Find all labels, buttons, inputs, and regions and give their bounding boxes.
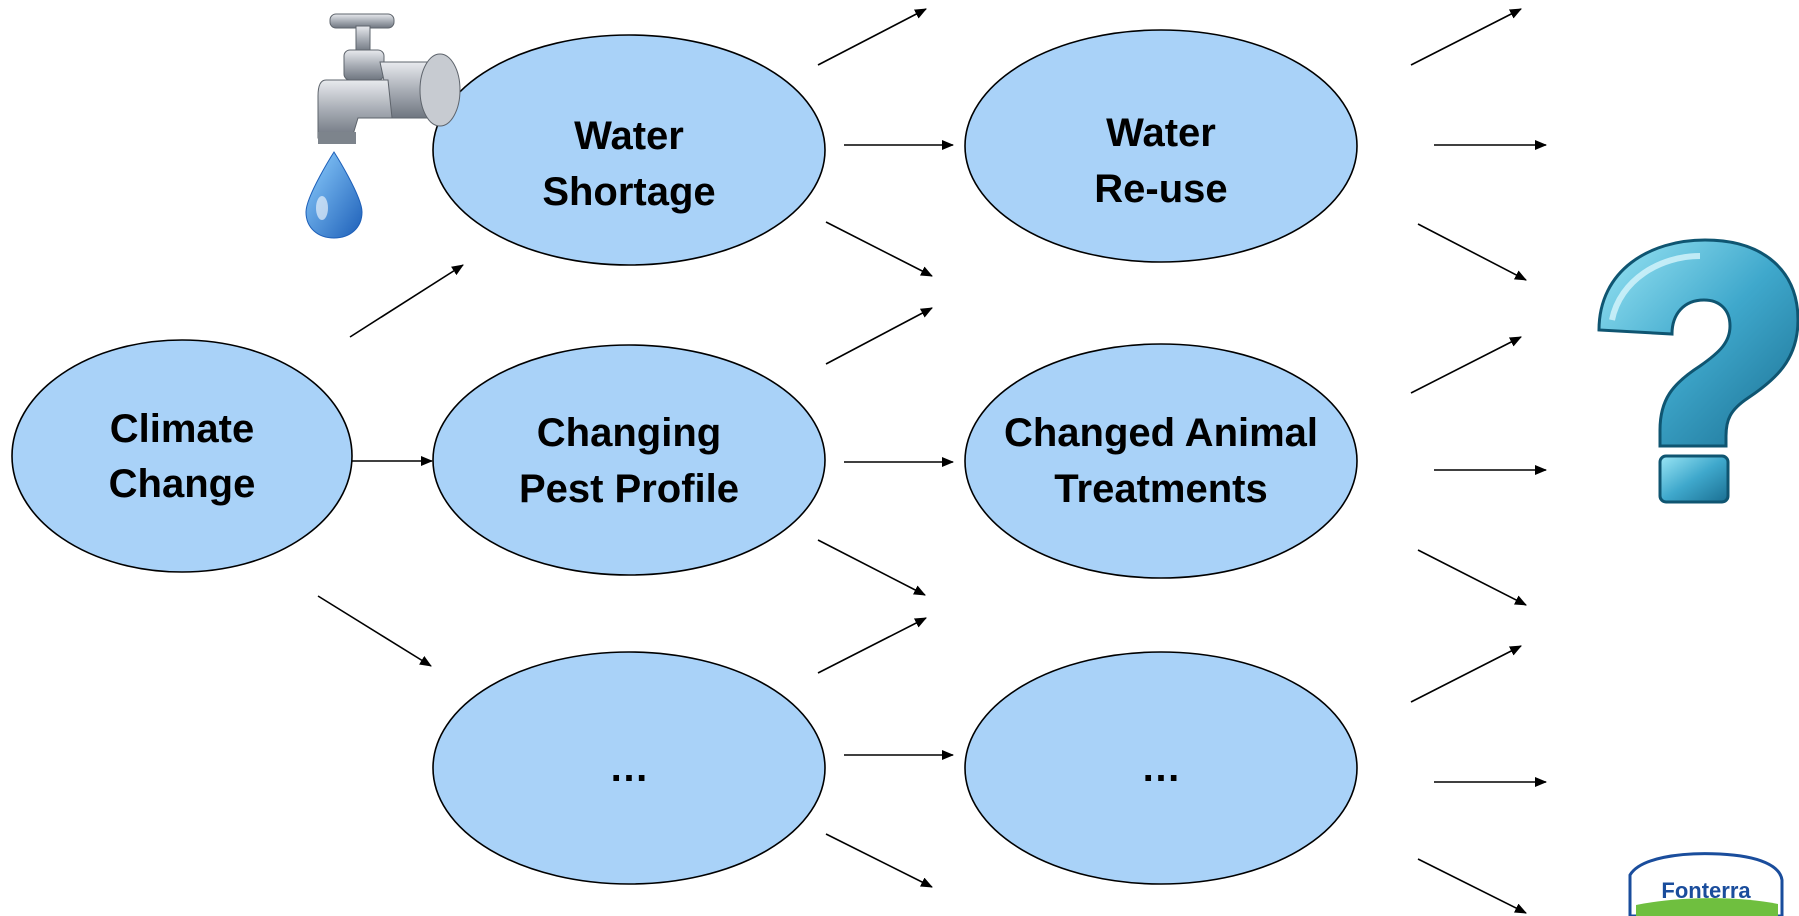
arrow-pest-up <box>825 307 933 365</box>
arrow-treatments-down <box>1417 549 1527 606</box>
node-water-reuse-line2: Re-use <box>1094 167 1227 211</box>
node-climate-change: Climate Change <box>11 339 353 573</box>
node-water-shortage-line1: Water <box>574 114 684 158</box>
node-water-reuse: Water Re-use <box>964 29 1358 263</box>
water-drop-icon <box>305 151 363 239</box>
arrow-pest-down <box>817 539 926 596</box>
arrow-climate-to-unknown <box>317 595 432 667</box>
node-unknown-right: … <box>964 651 1358 885</box>
fonterra-logo: Fonterra <box>1628 852 1784 916</box>
arrow-reuse-up <box>1410 8 1522 66</box>
arrow-unknown-right-down <box>1417 858 1527 914</box>
question-icon <box>1597 238 1799 504</box>
arrow-unknown-right-up <box>1410 645 1522 703</box>
arrow-water-down <box>825 221 933 277</box>
node-unknown-right-label: … <box>1141 746 1181 790</box>
node-unknown-middle: … <box>432 651 826 885</box>
node-water-shortage: Water Shortage <box>432 34 826 266</box>
node-changing-pest-profile-line2: Pest Profile <box>519 467 739 511</box>
fonterra-logo-text: Fonterra <box>1661 878 1751 903</box>
node-water-reuse-line1: Water <box>1106 111 1216 155</box>
arrow-unknown-down <box>825 833 933 888</box>
node-unknown-middle-label: … <box>609 746 649 790</box>
arrow-reuse-down <box>1417 223 1527 281</box>
faucet-icon <box>305 13 461 239</box>
node-climate-change-line1: Climate <box>110 407 255 451</box>
node-changed-animal-treatments: Changed Animal Treatments <box>964 343 1358 579</box>
node-changed-animal-treatments-line1: Changed Animal <box>1004 411 1318 455</box>
arrow-unknown-up <box>817 617 927 674</box>
arrow-treatments-up <box>1410 336 1522 394</box>
node-climate-change-line2: Change <box>109 462 256 506</box>
node-changed-animal-treatments-line2: Treatments <box>1054 467 1267 511</box>
node-changing-pest-profile-line1: Changing <box>537 411 721 455</box>
node-water-shortage-line2: Shortage <box>542 170 715 214</box>
arrow-water-up <box>817 8 927 66</box>
node-changing-pest-profile: Changing Pest Profile <box>432 344 826 576</box>
connector-arrows <box>317 8 1547 914</box>
arrow-climate-to-water <box>349 264 464 338</box>
